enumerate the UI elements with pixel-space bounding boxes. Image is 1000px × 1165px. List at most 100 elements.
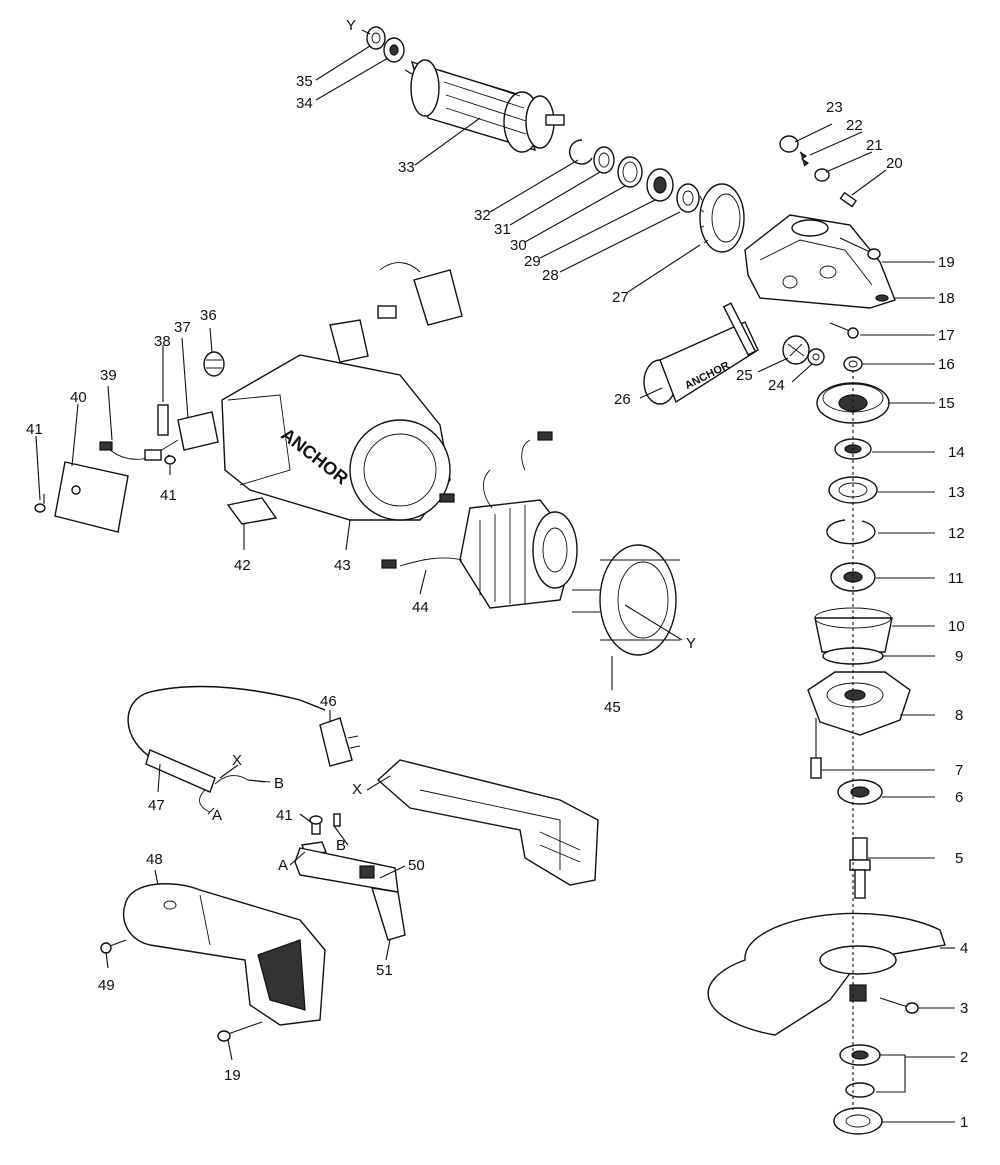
screw-41-bottom bbox=[309, 815, 323, 835]
bearing-6 bbox=[837, 779, 883, 805]
callout-25: 25 bbox=[736, 367, 753, 384]
connector-label-y-stator: Y bbox=[686, 635, 696, 652]
callout-7: 7 bbox=[955, 762, 963, 779]
callout-9: 9 bbox=[955, 648, 963, 665]
callout-34: 34 bbox=[296, 95, 313, 112]
armature-33 bbox=[404, 59, 565, 153]
callout-8: 8 bbox=[955, 707, 963, 724]
plug-46 bbox=[319, 717, 361, 767]
bearing-35 bbox=[366, 26, 386, 50]
callout-10: 10 bbox=[948, 618, 965, 635]
power-cord-47 bbox=[127, 685, 326, 813]
callout-31: 31 bbox=[494, 221, 511, 238]
stator-44 bbox=[381, 431, 578, 609]
switch-37 bbox=[177, 411, 219, 451]
callout-26: 26 bbox=[614, 391, 631, 408]
nut-24 bbox=[807, 348, 825, 366]
switch-lever-51 bbox=[371, 887, 406, 941]
spiral-gear-27 bbox=[699, 183, 745, 253]
leader-lines bbox=[35, 29, 955, 1123]
callout-35: 35 bbox=[296, 73, 313, 90]
screw-3 bbox=[879, 997, 919, 1014]
callout-15: 15 bbox=[938, 395, 955, 412]
bearing-29 bbox=[646, 168, 674, 202]
connector-label-x-cord: X bbox=[232, 752, 242, 769]
callout-29: 29 bbox=[524, 253, 541, 270]
callout-5: 5 bbox=[955, 850, 963, 867]
washer-28 bbox=[676, 183, 700, 213]
retaining-ring-32 bbox=[568, 139, 593, 165]
callout-24: 24 bbox=[768, 377, 785, 394]
callout-46: 46 bbox=[320, 693, 337, 710]
callout-36: 36 bbox=[200, 307, 217, 324]
callout-19-bottom: 19 bbox=[224, 1067, 241, 1084]
callout-4: 4 bbox=[960, 940, 968, 957]
lever-38 bbox=[157, 404, 169, 436]
screw-7 bbox=[810, 718, 822, 779]
connector-label-y-top: Y bbox=[346, 17, 356, 34]
plate-40 bbox=[54, 461, 129, 533]
label-plate-42 bbox=[226, 497, 278, 525]
rear-housing-x bbox=[376, 759, 599, 886]
callout-18: 18 bbox=[938, 290, 955, 307]
callout-2: 2 bbox=[960, 1049, 968, 1066]
callout-40: 40 bbox=[70, 389, 87, 406]
connector-label-x-housing: X bbox=[352, 781, 362, 798]
callout-23: 23 bbox=[826, 99, 843, 116]
callout-42: 42 bbox=[234, 557, 251, 574]
connector-label-b-switch: B bbox=[336, 837, 346, 854]
callout-43: 43 bbox=[334, 557, 351, 574]
callout-17: 17 bbox=[938, 327, 955, 344]
callout-13: 13 bbox=[948, 484, 965, 501]
callout-41-left: 41 bbox=[26, 421, 43, 438]
callout-16: 16 bbox=[938, 356, 955, 373]
screw-19-bottom bbox=[217, 1021, 263, 1042]
small-screw-b bbox=[333, 813, 341, 827]
callout-32: 32 bbox=[474, 207, 491, 224]
callout-30: 30 bbox=[510, 237, 527, 254]
outer-nut-1 bbox=[833, 1107, 883, 1135]
brush-assembly-top bbox=[329, 262, 463, 363]
brush-holder-25 bbox=[782, 335, 810, 365]
screw-41-left bbox=[34, 494, 46, 513]
snap-ring-12 bbox=[826, 519, 876, 545]
brush-cap-36 bbox=[203, 351, 225, 377]
callout-6: 6 bbox=[955, 789, 963, 806]
callout-51: 51 bbox=[376, 962, 393, 979]
fan-baffle-45 bbox=[572, 544, 680, 656]
callout-19-top: 19 bbox=[938, 254, 955, 271]
switch-base-50 bbox=[294, 847, 399, 893]
part-callouts: Y 35 34 33 32 31 30 29 28 27 26 25 24 23… bbox=[26, 17, 968, 1131]
callout-41-mid: 41 bbox=[160, 487, 177, 504]
inner-flange-2 bbox=[839, 1044, 881, 1098]
callout-21: 21 bbox=[866, 137, 883, 154]
screw-17 bbox=[829, 322, 859, 339]
bearing-34 bbox=[383, 37, 405, 63]
gear-housing-18 bbox=[744, 214, 896, 309]
callout-48: 48 bbox=[146, 851, 163, 868]
callout-50: 50 bbox=[408, 857, 425, 874]
bearing-cover-8 bbox=[807, 671, 911, 736]
callout-39: 39 bbox=[100, 367, 117, 384]
callout-22: 22 bbox=[846, 117, 863, 134]
screw-49 bbox=[100, 939, 127, 954]
callout-44: 44 bbox=[412, 599, 429, 616]
callout-41-bottom: 41 bbox=[276, 807, 293, 824]
felt-ring-9 bbox=[822, 647, 884, 665]
callout-49: 49 bbox=[98, 977, 115, 994]
washer-31 bbox=[593, 146, 615, 174]
wire-39 bbox=[99, 439, 179, 461]
callout-3: 3 bbox=[960, 1000, 968, 1017]
callout-33: 33 bbox=[398, 159, 415, 176]
connector-label-b-cord: B bbox=[274, 775, 284, 792]
callout-45: 45 bbox=[604, 699, 621, 716]
callout-37: 37 bbox=[174, 319, 191, 336]
callout-28: 28 bbox=[542, 267, 559, 284]
motor-housing-43: ANCHOR bbox=[221, 354, 451, 521]
spindle-lock-cap-23 bbox=[779, 135, 799, 153]
callout-12: 12 bbox=[948, 525, 965, 542]
screw-41-mid bbox=[164, 454, 177, 465]
washer-16 bbox=[843, 356, 863, 372]
